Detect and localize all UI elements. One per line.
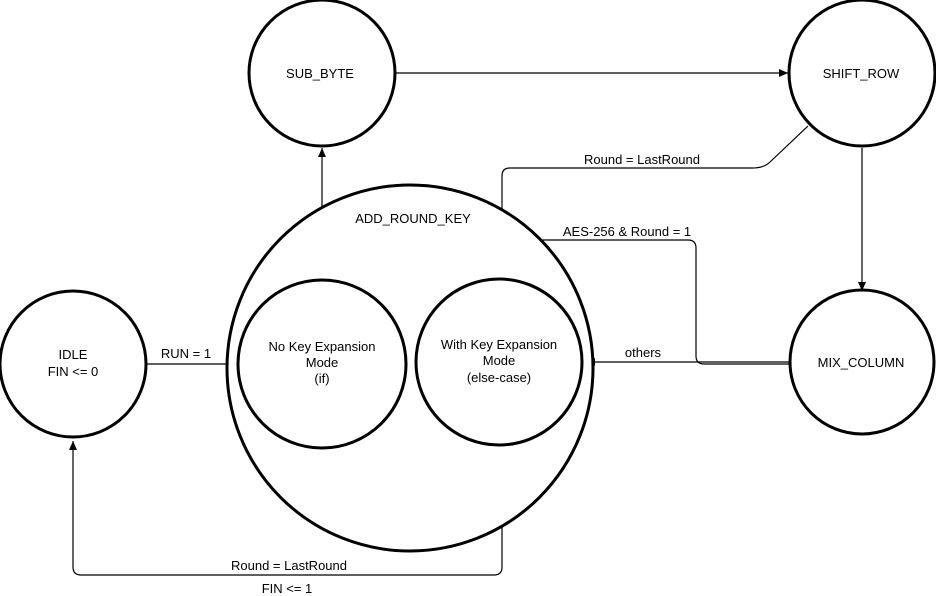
edge-shift-row-to-with-key: [498, 125, 809, 284]
with-key-label-line1: With Key Expansion: [441, 337, 557, 352]
mix-column-label: MIX_COLUMN: [818, 355, 905, 370]
edge-with-key-to-idle: [69, 441, 503, 576]
state-idle: [0, 289, 148, 439]
state-with-key-expansion: [414, 277, 584, 447]
label-round-last-top: Round = LastRound: [584, 152, 700, 167]
label-round-last-bottom: Round = LastRound: [231, 558, 347, 573]
state-shift-row: [787, 0, 936, 148]
state-no-key-expansion: [236, 278, 408, 450]
with-key-label-line3: (else-case): [467, 370, 531, 385]
idle-label-line2: FIN <= 0: [48, 364, 99, 379]
state-mix-column: [788, 288, 936, 436]
with-key-label-line2: Mode: [483, 353, 516, 368]
no-key-label-line2: Mode: [306, 355, 339, 370]
label-others: others: [625, 345, 662, 360]
sub-byte-label: SUB_BYTE: [286, 66, 354, 81]
edge-mix-column-aes256: [381, 239, 790, 365]
state-sub-byte: [247, 0, 397, 148]
label-fin: FIN <= 1: [262, 581, 313, 596]
no-key-label-line3: (if): [314, 371, 329, 386]
add-round-key-label: ADD_ROUND_KEY: [355, 211, 471, 226]
no-key-label-line1: No Key Expansion: [269, 339, 376, 354]
label-aes256: AES-256 & Round = 1: [563, 224, 691, 239]
idle-label-line1: IDLE: [59, 347, 88, 362]
shift-row-label: SHIFT_ROW: [823, 66, 900, 81]
label-run: RUN = 1: [161, 346, 211, 361]
state-add-round-key: [225, 183, 595, 553]
